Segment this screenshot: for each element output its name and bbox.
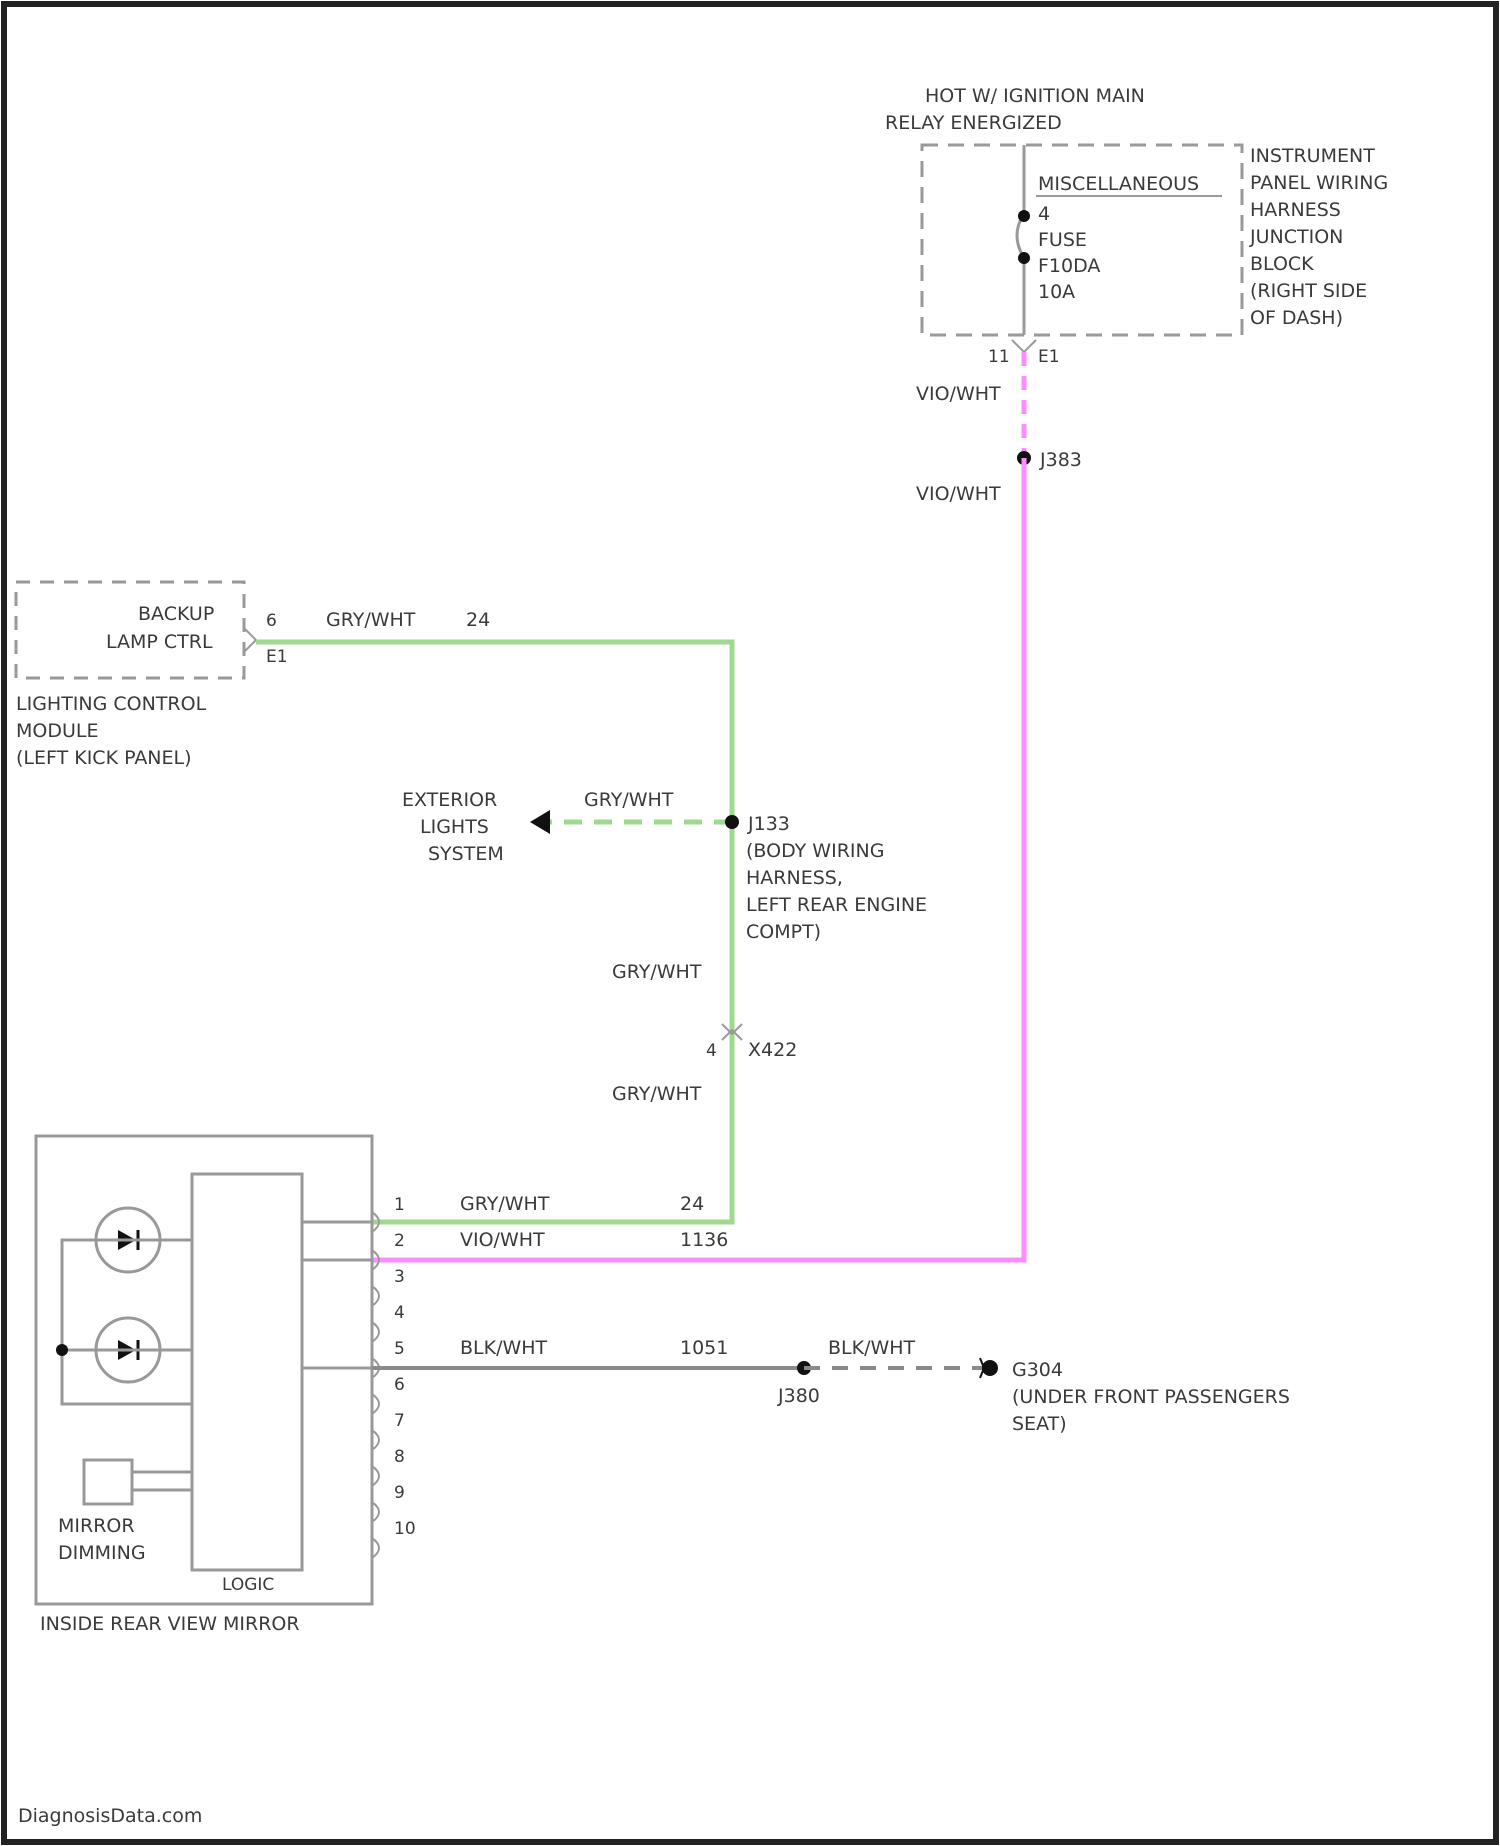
splice-j133-dot [725, 815, 739, 829]
junction-connector-icon [1012, 340, 1036, 352]
pin1-wire-circuit: 24 [680, 1193, 704, 1215]
junction-block-label: INSTRUMENT PANEL WIRING HARNESS JUNCTION… [1249, 145, 1388, 329]
lcm-label-3: (LEFT KICK PANEL) [16, 747, 192, 769]
mirror-dimming-element-icon [84, 1460, 132, 1504]
pin-10-label: 10 [394, 1519, 416, 1539]
ground-g304-label: G304 [1012, 1359, 1063, 1381]
pin-3-label: 3 [394, 1267, 405, 1287]
wire-gry-low-label: GRY/WHT [612, 1083, 702, 1105]
pin-7-label: 7 [394, 1411, 405, 1431]
sensor-junction-dot [56, 1344, 68, 1356]
logic-label: LOGIC [222, 1575, 274, 1595]
pin5-wire-color: BLK/WHT [460, 1337, 548, 1359]
pin-2-label: 2 [394, 1231, 405, 1251]
j133-loc-3: LEFT REAR ENGINE [746, 894, 927, 916]
footer-watermark: DiagnosisData.com [18, 1805, 202, 1827]
dimming-label-line2: DIMMING [58, 1542, 146, 1564]
ground-g304-loc-1: (UNDER FRONT PASSENGERS [1012, 1386, 1290, 1408]
lcm-label: LIGHTING CONTROL MODULE (LEFT KICK PANEL… [16, 693, 207, 769]
wire-gry-top-circuit: 24 [466, 609, 490, 631]
connector-x422-label: X422 [748, 1039, 797, 1061]
pin-4-label: 4 [394, 1303, 405, 1323]
splice-j383-label: J383 [1039, 449, 1082, 471]
wire-gry-top-color: GRY/WHT [326, 609, 416, 631]
jb-label-1: INSTRUMENT [1250, 145, 1375, 167]
exterior-lights-line1: EXTERIOR [402, 789, 497, 811]
dimming-label-line1: MIRROR [58, 1515, 135, 1537]
junction-pin-right: E1 [1038, 347, 1060, 367]
lcm-function-line1: BACKUP [138, 603, 214, 625]
lcm-connector-icon [244, 628, 256, 652]
splice-j380-label: J380 [777, 1385, 820, 1407]
splice-j133-label: J133 [747, 813, 790, 835]
lcm-outline [16, 582, 244, 678]
jb-label-7: OF DASH) [1250, 307, 1343, 329]
pin1-wire-color: GRY/WHT [460, 1193, 550, 1215]
j133-loc-1: (BODY WIRING [746, 840, 884, 862]
j133-loc-4: COMPT) [746, 921, 821, 943]
lcm-label-2: MODULE [16, 720, 98, 742]
wire-gry-mid-label: GRY/WHT [612, 961, 702, 983]
lcm-function-line2: LAMP CTRL [106, 631, 213, 653]
wire-vio-lower-label: VIO/WHT [916, 483, 1001, 505]
fuse-rating-label: 10A [1038, 281, 1075, 303]
lcm-pin-label: 6 [266, 611, 277, 631]
pin-6-label: 6 [394, 1375, 405, 1395]
jb-label-5: BLOCK [1250, 253, 1314, 275]
j133-loc-2: HARNESS, [746, 867, 843, 889]
wire-vio-upper-label: VIO/WHT [916, 383, 1001, 405]
pin-5-label: 5 [394, 1339, 405, 1359]
ignition-label-line1: HOT W/ IGNITION MAIN [925, 85, 1145, 107]
pin5-wire-circuit: 1051 [680, 1337, 728, 1359]
jb-label-2: PANEL WIRING [1250, 172, 1388, 194]
exterior-lights-line3: SYSTEM [428, 843, 504, 865]
pin-8-label: 8 [394, 1447, 405, 1467]
lcm-connector-label: E1 [266, 647, 288, 667]
jb-label-3: HARNESS [1250, 199, 1341, 221]
ignition-label-line2: RELAY ENERGIZED [885, 112, 1062, 134]
ground-g304-loc-2: SEAT) [1012, 1413, 1067, 1435]
lcm-label-1: LIGHTING CONTROL [16, 693, 207, 715]
splice-j133-location: (BODY WIRING HARNESS, LEFT REAR ENGINE C… [746, 840, 927, 943]
fuse-label: FUSE [1038, 229, 1087, 251]
sensor-wiring-outer [62, 1240, 192, 1404]
jb-label-4: JUNCTION [1249, 226, 1343, 248]
fuse-group-label: MISCELLANEOUS [1038, 173, 1199, 195]
exterior-lights-line2: LIGHTS [420, 816, 489, 838]
fuse-terminal-bottom [1018, 252, 1030, 264]
pin-1-label: 1 [394, 1195, 405, 1215]
mirror-label: INSIDE REAR VIEW MIRROR [40, 1613, 300, 1635]
wire-blk-ground-label: BLK/WHT [828, 1337, 916, 1359]
logic-block [192, 1174, 302, 1570]
fuse-pin-label: 4 [1038, 203, 1050, 225]
exterior-lights-arrow-icon [530, 810, 550, 834]
ignition-label: HOT W/ IGNITION MAIN RELAY ENERGIZED [885, 85, 1145, 134]
pin2-wire-color: VIO/WHT [460, 1229, 545, 1251]
jb-label-6: (RIGHT SIDE [1250, 280, 1367, 302]
connector-x422-pin: 4 [706, 1041, 717, 1061]
pin2-wire-circuit: 1136 [680, 1229, 728, 1251]
wire-gry-branch-label: GRY/WHT [584, 789, 674, 811]
fuse-id-label: F10DA [1038, 255, 1100, 277]
junction-pin-left: 11 [988, 347, 1010, 367]
fuse-terminal-top [1018, 210, 1030, 222]
exterior-lights-label: EXTERIOR LIGHTS SYSTEM [402, 789, 504, 865]
pin-9-label: 9 [394, 1483, 405, 1503]
